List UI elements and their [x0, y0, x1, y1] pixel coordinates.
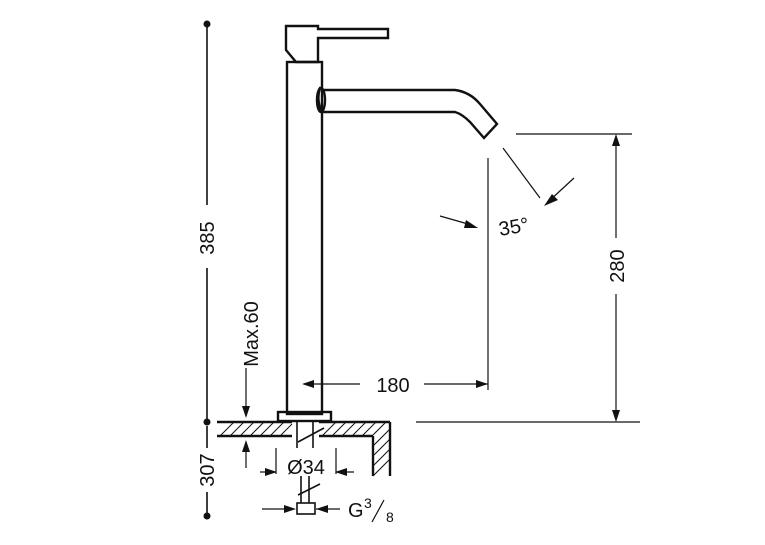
spout-reach-label: 180 — [376, 375, 409, 397]
total-height-dimension: 385 307 — [197, 20, 219, 520]
total-height-label: 385 — [197, 221, 219, 254]
spout-reach-dimension: 180 — [302, 158, 489, 397]
faucet-base — [276, 410, 333, 423]
dimension-top-dot — [203, 20, 211, 28]
faucet-handle — [284, 24, 390, 64]
max-deck-dimension: Max.60 — [241, 301, 263, 468]
dimension-bottom-dot — [203, 512, 211, 520]
max-deck-label: Max.60 — [241, 301, 263, 367]
faucet-body — [276, 24, 499, 423]
thread-dimension: G 3 8 — [262, 495, 394, 525]
spout-height-dimension: 280 — [516, 133, 632, 422]
thread-denominator-label: 8 — [386, 509, 394, 525]
lower-height-label: 307 — [197, 453, 219, 486]
base-diameter-label: Ø34 — [287, 457, 325, 479]
spout-angle-dimension: 35° — [439, 147, 575, 241]
threaded-rod — [296, 422, 325, 515]
thread-prefix-label: G — [348, 500, 364, 522]
spout-height-label: 280 — [607, 249, 629, 282]
spout-angle-label: 35° — [497, 214, 531, 241]
countertop-section — [217, 420, 640, 477]
thread-numerator-label: 3 — [364, 495, 372, 511]
dimension-mid-dot — [203, 418, 211, 426]
base-diameter-dimension: Ø34 — [260, 448, 354, 479]
faucet-column — [285, 60, 324, 416]
faucet-spout — [317, 86, 499, 140]
